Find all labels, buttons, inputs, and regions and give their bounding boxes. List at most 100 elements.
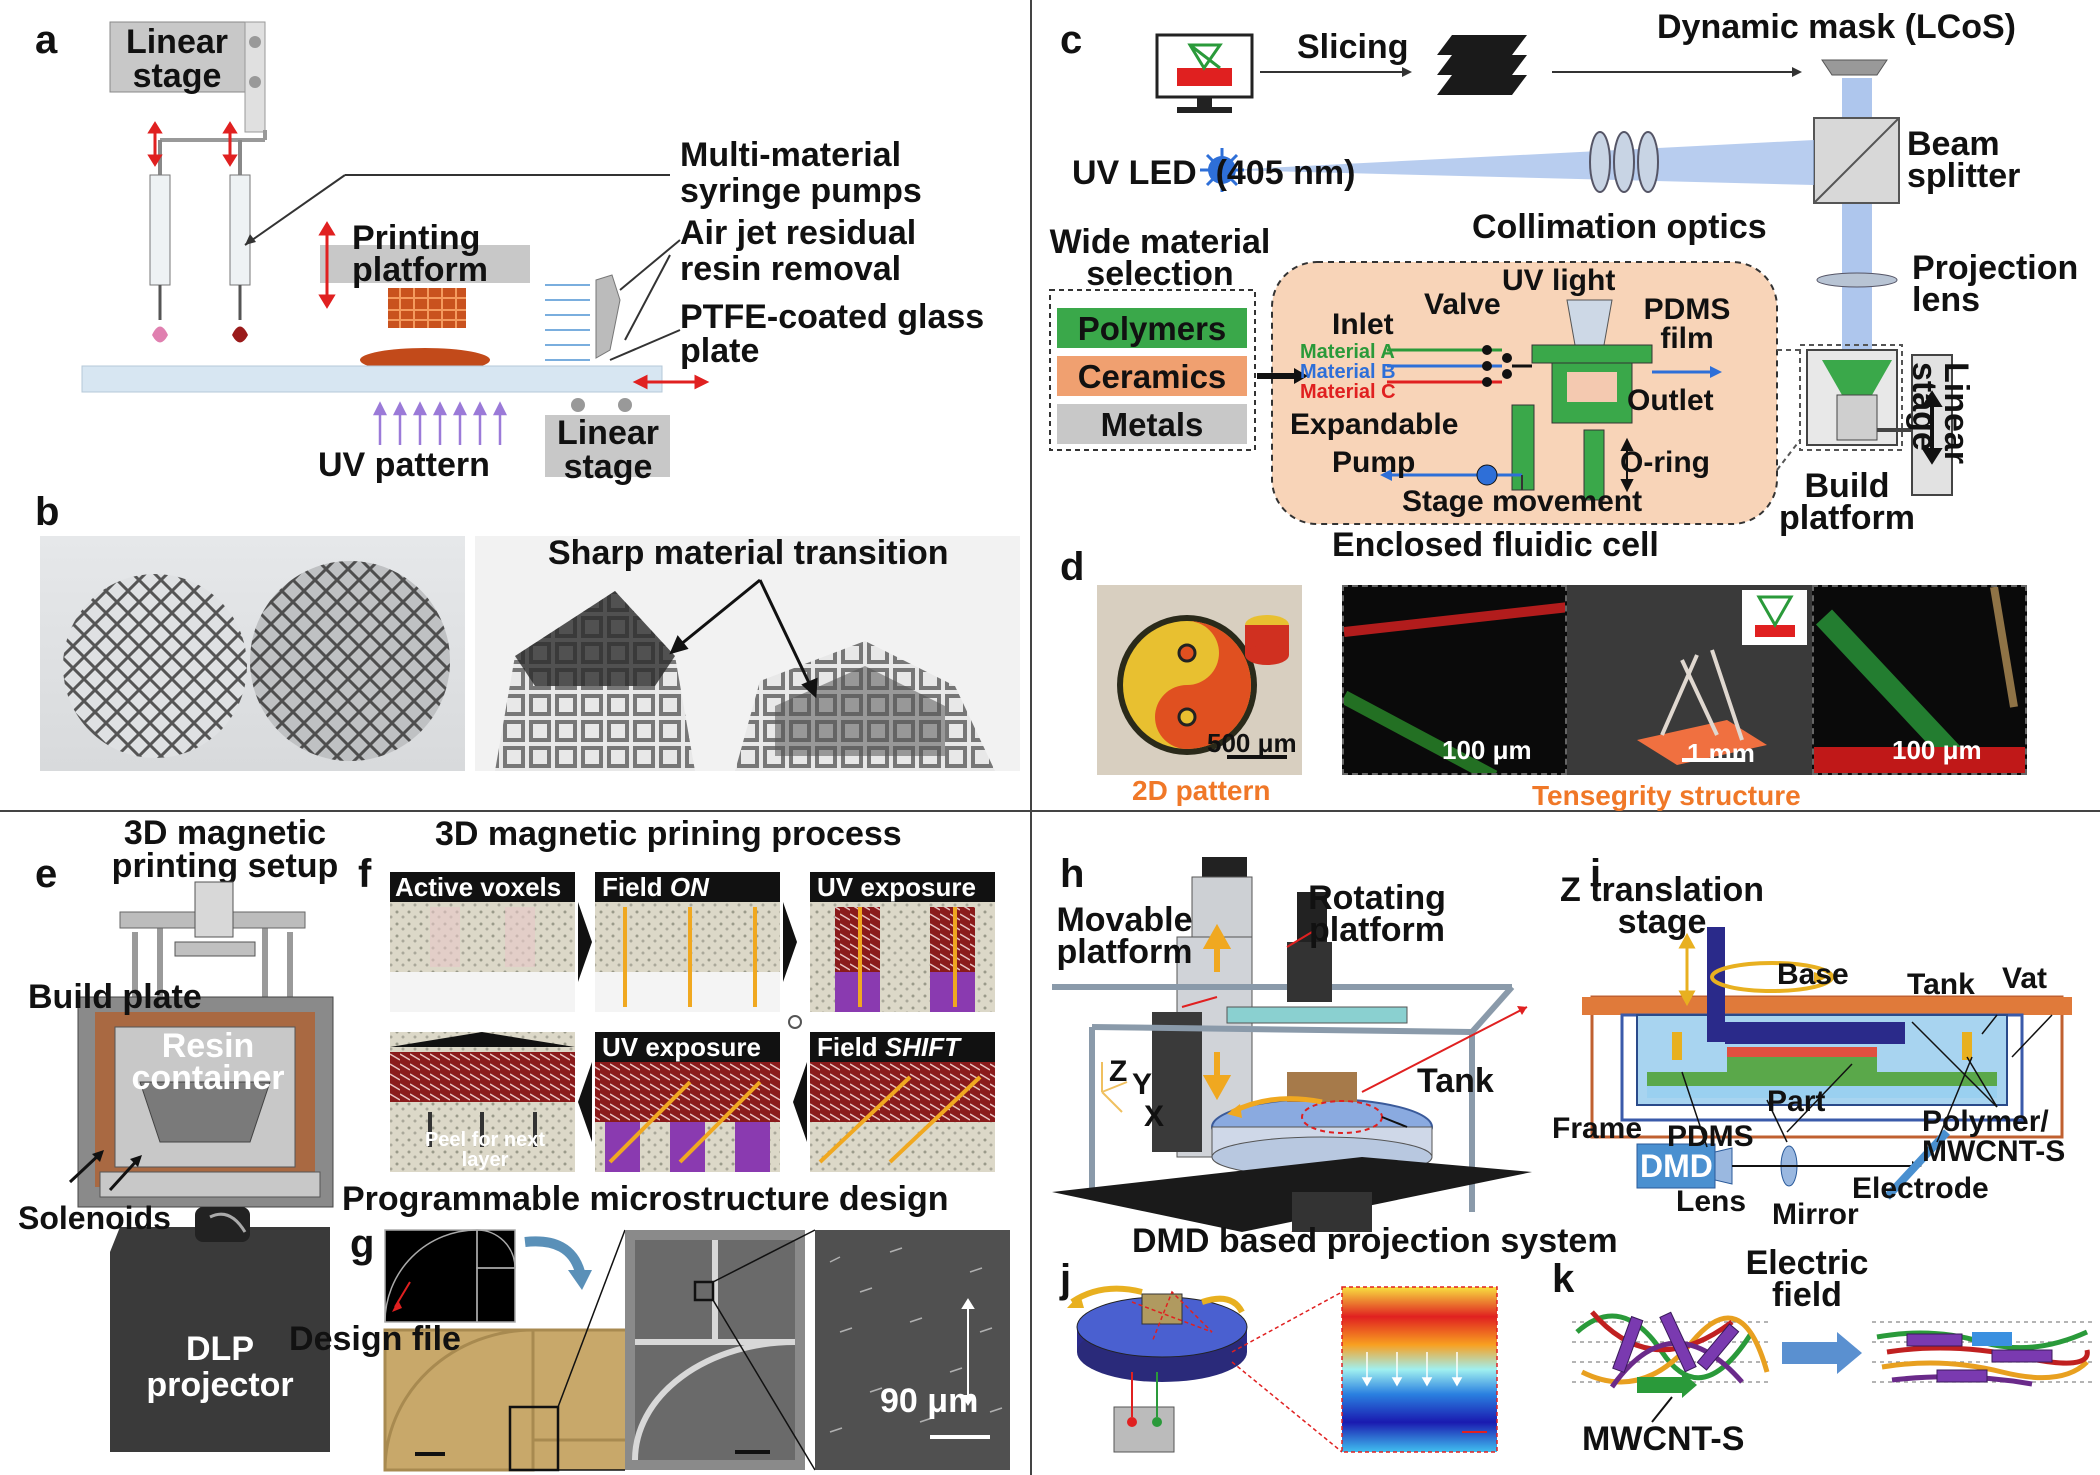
panel-g: Programmable microstructure design g: [289, 1182, 1030, 1475]
label-build-plate: Build plate: [28, 978, 202, 1016]
label-dlp-projector: DLP projector: [146, 1330, 294, 1404]
scale-100um-2: 100 μm: [1892, 735, 1982, 765]
panel-k: k Electric field: [1552, 1232, 2100, 1475]
panel-j: j: [1032, 1232, 1552, 1475]
label-pdms: PDMS: [1667, 1120, 1754, 1153]
panel-c-letter: c: [1060, 18, 1083, 62]
panel-i-letter: i: [1590, 852, 1602, 896]
label-axis-y: Y: [1132, 1068, 1153, 1101]
label-enclosed-cell: Enclosed fluidic cell: [1332, 526, 1659, 564]
scale-500um: 500 μm: [1207, 728, 1297, 758]
label-dynamic-mask: Dynamic mask (LCoS): [1657, 8, 2016, 46]
fiber-image-2: [1814, 587, 2025, 773]
label-outlet: Outlet: [1627, 384, 1714, 417]
panel-a-diagram: [81, 21, 710, 477]
panel-c: c: [1032, 0, 2100, 562]
label-movable-platform: Movable platform: [1056, 901, 1193, 972]
label-base: Base: [1777, 958, 1849, 991]
label-linear-stage-top: Linear stage: [125, 23, 229, 95]
yin-yang-image: [1117, 615, 1289, 759]
label-axis-z: Z: [1109, 1055, 1128, 1088]
label-polymer-mwcnt: Polymer/ MWCNT-S: [1922, 1105, 2066, 1168]
panel-f: f 3D magnetic prining process: [358, 812, 1030, 1182]
label-pdms-film: PDMS film: [1643, 293, 1731, 355]
label-active-voxels: Active voxels: [395, 872, 562, 902]
label-ptfe-plate: PTFE-coated glass plate: [680, 298, 985, 370]
label-tensegrity: Tensegrity structure: [1532, 780, 1801, 811]
label-design-file: Design file: [289, 1320, 461, 1358]
label-f-title: 3D magnetic prining process: [435, 815, 902, 853]
label-field-on-prefix: Field: [602, 872, 670, 902]
label-pump: Pump: [1332, 446, 1416, 479]
panel-d: d 500 μm 2D pattern 100 μm: [1032, 545, 2100, 810]
vertical-divider: [1030, 0, 1032, 1475]
label-mirror: Mirror: [1772, 1198, 1859, 1231]
lattice-cubes-image: [63, 561, 450, 761]
tensegrity-image: [1567, 585, 1812, 775]
label-ceramics: Ceramics: [1077, 358, 1227, 395]
tensegrity-photo: [1567, 585, 1812, 775]
label-air-jet: Air jet residual resin removal: [680, 214, 917, 288]
label-uv-led: UV LED (405 nm): [1072, 154, 1356, 192]
label-field-on: Field ON: [602, 874, 709, 900]
label-field-on-word: ON: [669, 872, 709, 902]
label-dmd: DMD: [1640, 1148, 1713, 1184]
label-resin-container: Resin container: [131, 1027, 285, 1098]
label-mwcnt-s: MWCNT-S: [1582, 1420, 1745, 1458]
label-uv-exposure-2: UV exposure: [602, 1032, 761, 1062]
label-dmd-projection: DMD based projection system: [1132, 1222, 1618, 1260]
label-stage-movement: Stage movement: [1402, 485, 1643, 518]
label-beam-splitter: Beam splitter: [1907, 125, 2021, 196]
label-vat: Vat: [2002, 962, 2048, 995]
panel-k-diagram: [1572, 1310, 2092, 1423]
panel-h-letter: h: [1060, 852, 1085, 896]
panel-k-letter: k: [1552, 1257, 1575, 1301]
yin-yang-photo: [1097, 585, 1302, 775]
panel-b-letter: b: [35, 490, 60, 534]
label-axis-x: X: [1144, 1100, 1165, 1133]
label-rotating-platform: Rotating platform: [1308, 879, 1446, 950]
fiber-photo-2: [1812, 585, 2027, 775]
horizontal-divider: [0, 810, 2100, 812]
panel-j-letter: j: [1060, 1257, 1072, 1301]
label-sharp-transition: Sharp material transition: [548, 534, 949, 572]
label-z-translation: Z translation stage: [1559, 871, 1765, 942]
fiber-photo-1: [1342, 585, 1567, 775]
label-solenoids: Solenoids: [18, 1200, 171, 1236]
panel-g-diagram: [383, 1229, 1010, 1472]
label-syringe-pumps: Multi-material syringe pumps: [680, 136, 922, 210]
scale-90um: 90 μm: [880, 1382, 979, 1420]
label-uv-pattern: UV pattern: [318, 446, 490, 484]
label-peel: Peel for next layer: [424, 1129, 546, 1171]
panel-a: a: [0, 0, 1030, 490]
panel-i-diagram: [1582, 927, 2072, 1200]
label-field-shift: Field SHIFT: [817, 1034, 960, 1060]
label-printing-platform: Printing platform: [352, 219, 488, 290]
fiber-image-1: [1344, 602, 1565, 773]
label-linear-stage-bottom: Linear stage: [556, 414, 660, 486]
label-tank-i: Tank: [1907, 968, 1975, 1001]
label-wide-material: Wide material selection: [1049, 223, 1271, 294]
label-lens: Lens: [1676, 1185, 1747, 1218]
label-tank-h: Tank: [1417, 1062, 1494, 1100]
label-collimation: Collimation optics: [1472, 208, 1767, 246]
panel-d-letter: d: [1060, 545, 1085, 589]
panel-f-letter: f: [358, 852, 372, 896]
label-electrode: Electrode: [1852, 1172, 1989, 1205]
panel-a-letter: a: [35, 18, 58, 62]
label-projection-lens: Projection lens: [1912, 249, 2079, 320]
label-material-a: Material A: [1300, 341, 1395, 363]
lattice-photo-left: [40, 536, 465, 771]
label-polymers: Polymers: [1077, 310, 1227, 347]
panel-h-diagram: [1052, 857, 1532, 1232]
panel-i: i: [1552, 812, 2100, 1232]
panel-e-diagram: [68, 881, 334, 1452]
panel-e: e 3D magnetic printing setup Build plate…: [0, 812, 370, 1475]
label-material-b: Material B: [1300, 361, 1396, 383]
label-uv-exposure-1: UV exposure: [817, 872, 976, 902]
label-material-c: Material C: [1300, 381, 1396, 403]
label-slicing: Slicing: [1297, 28, 1409, 66]
label-part: Part: [1767, 1085, 1826, 1118]
label-field-shift-prefix: Field: [817, 1032, 885, 1062]
label-valve: Valve: [1424, 288, 1501, 321]
